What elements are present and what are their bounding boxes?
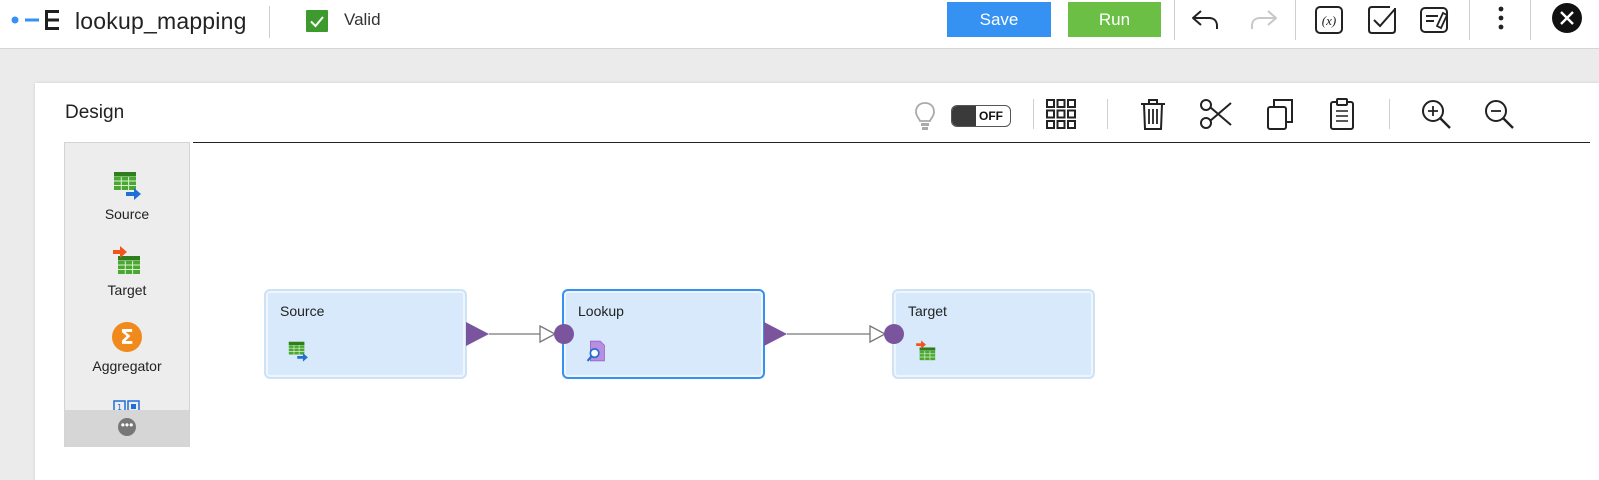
link-arrowhead — [869, 324, 887, 344]
separator — [1174, 0, 1175, 40]
node-label: Target — [908, 303, 947, 319]
sigma-icon: Σ — [110, 320, 144, 354]
close-icon[interactable] — [1551, 2, 1583, 34]
palette-item-aggregator[interactable]: Σ Aggregator — [65, 320, 189, 374]
separator — [269, 6, 270, 38]
palette-more-button[interactable]: ••• — [65, 410, 189, 446]
mapping-title: lookup_mapping — [75, 8, 247, 34]
mapping-ports — [466, 322, 904, 346]
more-vertical-icon[interactable] — [1485, 4, 1517, 36]
design-panel: Design OFF Source — [35, 83, 1599, 480]
lookup-output-port[interactable] — [764, 322, 787, 346]
lookup-input-port[interactable] — [554, 324, 574, 344]
source-table-icon — [286, 339, 310, 363]
arrange-grid-icon[interactable] — [1043, 96, 1079, 132]
mapping-logo-icon — [11, 10, 59, 30]
source-table-icon — [110, 168, 144, 202]
lightbulb-icon[interactable] — [910, 99, 940, 133]
panel-title: Design — [65, 102, 125, 123]
zoom-out-icon[interactable] — [1481, 96, 1517, 132]
parameters-icon[interactable]: (x) — [1313, 4, 1345, 36]
lookup-icon — [584, 339, 608, 363]
save-button[interactable]: Save — [947, 2, 1051, 37]
separator — [1469, 0, 1470, 40]
node-label: Source — [280, 303, 325, 319]
toggle-label: OFF — [979, 109, 1003, 123]
validation-status: Valid — [344, 10, 381, 29]
validate-icon[interactable] — [1366, 4, 1398, 36]
run-button[interactable]: Run — [1068, 2, 1161, 37]
sequence-icon: 1 — [113, 400, 140, 410]
top-bar: lookup_mapping Valid Save Run (x) — [0, 0, 1599, 49]
target-table-icon — [110, 244, 144, 278]
svg-text:Σ: Σ — [120, 325, 134, 349]
separator — [1389, 99, 1390, 129]
toolbar-divider — [193, 142, 1590, 143]
palette-item-label: Target — [107, 282, 147, 298]
svg-text:(x): (x) — [1322, 13, 1336, 28]
delete-icon[interactable] — [1135, 96, 1171, 132]
node-label: Lookup — [578, 303, 624, 319]
separator — [1033, 99, 1034, 129]
palette-item-partial[interactable]: 1 — [65, 398, 189, 410]
recommendations-toggle[interactable]: OFF — [951, 105, 1011, 127]
separator — [1295, 0, 1296, 40]
properties-icon[interactable] — [1418, 4, 1450, 36]
redo-icon[interactable] — [1248, 4, 1280, 36]
more-horizontal-icon: ••• — [118, 418, 136, 436]
palette-item-target[interactable]: Target — [65, 244, 189, 298]
cut-icon[interactable] — [1198, 96, 1234, 132]
source-output-port[interactable] — [466, 322, 489, 346]
copy-icon[interactable] — [1262, 96, 1298, 132]
toggle-knob — [952, 106, 976, 126]
node-source[interactable]: Source — [264, 289, 467, 379]
zoom-in-icon[interactable] — [1418, 96, 1454, 132]
separator — [1530, 0, 1531, 40]
palette-item-source[interactable]: Source — [65, 168, 189, 222]
palette-item-label: Aggregator — [92, 358, 162, 374]
palette-item-label: Source — [104, 206, 150, 222]
valid-check-icon — [306, 10, 328, 32]
undo-icon[interactable] — [1189, 4, 1221, 36]
node-lookup[interactable]: Lookup — [562, 289, 765, 379]
link-arrowhead — [539, 324, 557, 344]
separator — [1107, 99, 1108, 129]
transformation-palette: Source Target Σ Aggregator 1 ••• — [64, 142, 190, 447]
svg-text:1: 1 — [117, 403, 122, 410]
target-table-icon — [914, 339, 938, 363]
node-target[interactable]: Target — [892, 289, 1095, 379]
paste-icon[interactable] — [1324, 96, 1360, 132]
target-input-port[interactable] — [884, 324, 904, 344]
